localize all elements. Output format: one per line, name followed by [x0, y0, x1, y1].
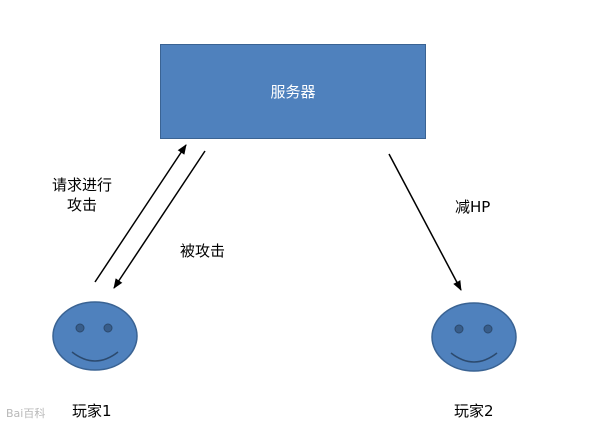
reduce-hp-arrow: [388, 153, 462, 291]
request-attack-label: 请求进行 攻击: [40, 175, 124, 215]
baidu-watermark: Bai百科: [6, 407, 46, 420]
player1-label: 玩家1: [72, 402, 112, 420]
player1-face-icon: [52, 301, 138, 371]
server-box: 服务器: [160, 44, 426, 139]
reduce-hp-label: 减HP: [455, 198, 491, 216]
server-label: 服务器: [270, 83, 316, 101]
attacked-arrow: [113, 150, 206, 289]
player2-label: 玩家2: [454, 402, 494, 420]
player2-face-icon: [431, 302, 517, 372]
request-attack-label-line1: 请求进行: [51, 176, 112, 194]
attacked-label: 被攻击: [180, 242, 226, 260]
request-attack-arrow: [94, 144, 187, 283]
request-attack-label-line2: 攻击: [66, 196, 97, 214]
